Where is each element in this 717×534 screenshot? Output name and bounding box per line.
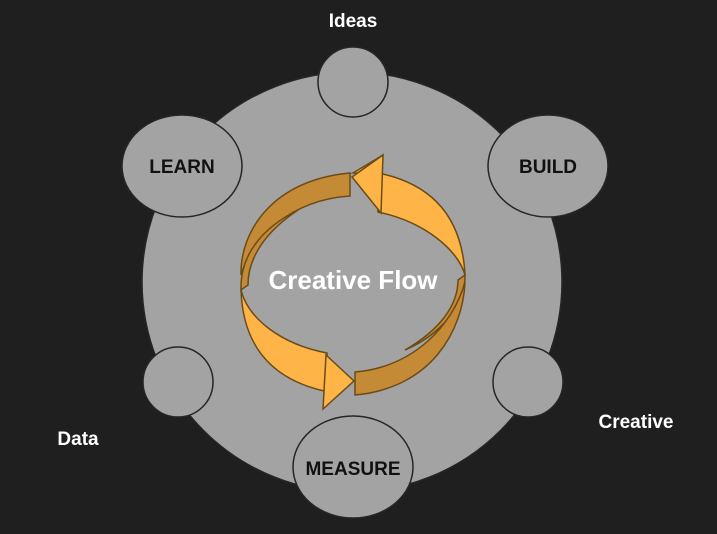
lower-left-edge	[240, 209, 299, 292]
lower-arrow-head	[322, 353, 356, 411]
data-connector-circle	[142, 346, 214, 418]
creative-connector-circle	[492, 346, 564, 418]
upper-arrow-head	[350, 153, 384, 216]
ideas-label: Ideas	[329, 11, 378, 32]
learn-label: LEARN	[149, 157, 214, 178]
measure-node	[292, 415, 414, 519]
ideas-connector-circle	[317, 46, 389, 118]
cycle-arrows	[240, 153, 466, 411]
data-label: Data	[57, 429, 99, 450]
learn-node	[121, 114, 243, 218]
lower-band-back	[354, 281, 466, 396]
build-label: BUILD	[519, 157, 577, 178]
build-node	[487, 114, 609, 218]
center-label: Creative Flow	[268, 265, 438, 295]
creative-label: Creative	[599, 412, 674, 433]
measure-label: MEASURE	[305, 459, 400, 480]
upper-band-back	[240, 172, 351, 276]
